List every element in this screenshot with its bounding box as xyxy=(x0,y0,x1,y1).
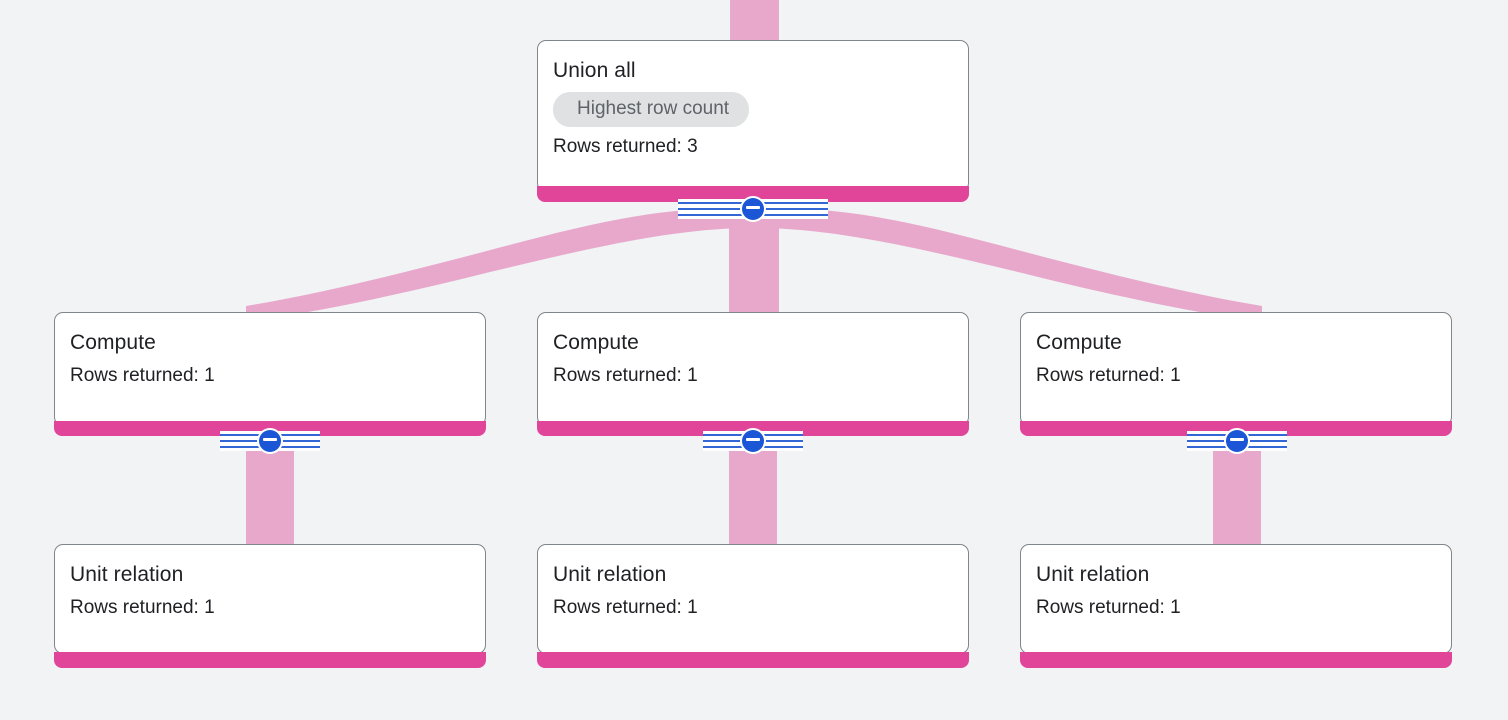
node-rows-returned: Rows returned: 1 xyxy=(70,597,215,618)
node-title: Compute xyxy=(553,331,639,354)
collapse-toggle-compute-center[interactable] xyxy=(703,428,803,454)
node-unit-relation-right[interactable]: Unit relation Rows returned: 1 xyxy=(1020,544,1452,654)
node-unit-relation-center[interactable]: Unit relation Rows returned: 1 xyxy=(537,544,969,654)
node-rows-returned: Rows returned: 1 xyxy=(70,365,215,386)
edge-incoming-union xyxy=(730,0,779,43)
minus-icon[interactable] xyxy=(740,428,766,454)
collapse-toggle-compute-left[interactable] xyxy=(220,428,320,454)
node-title: Unit relation xyxy=(70,563,184,586)
node-rows-returned: Rows returned: 1 xyxy=(1036,365,1181,386)
minus-icon[interactable] xyxy=(740,196,766,222)
node-compute-center-content: Compute Rows returned: 1 xyxy=(538,313,968,387)
node-unit-relation-left[interactable]: Unit relation Rows returned: 1 xyxy=(54,544,486,654)
node-unit-relation-center-accent-bar xyxy=(537,652,969,668)
node-compute-left-content: Compute Rows returned: 1 xyxy=(55,313,485,387)
edge-compute-unit-center xyxy=(729,438,777,548)
node-title: Compute xyxy=(70,331,156,354)
collapse-toggle-compute-right[interactable] xyxy=(1187,428,1287,454)
node-title: Union all xyxy=(553,59,636,82)
node-union-all-accent-bar xyxy=(537,186,969,202)
node-unit-relation-right-content: Unit relation Rows returned: 1 xyxy=(1021,545,1451,619)
node-rows-returned: Rows returned: 1 xyxy=(1036,597,1181,618)
collapse-toggle-union-all[interactable] xyxy=(678,196,828,222)
node-compute-right[interactable]: Compute Rows returned: 1 xyxy=(1020,312,1452,426)
node-title: Unit relation xyxy=(553,563,667,586)
node-compute-left[interactable]: Compute Rows returned: 1 xyxy=(54,312,486,426)
node-title: Unit relation xyxy=(1036,563,1150,586)
edge-compute-unit-right xyxy=(1213,438,1261,548)
node-title: Compute xyxy=(1036,331,1122,354)
node-rows-returned: Rows returned: 1 xyxy=(553,365,698,386)
node-rows-returned: Rows returned: 1 xyxy=(553,597,698,618)
node-union-all[interactable]: Union all Highest row count Rows returne… xyxy=(537,40,969,192)
edge-union-compute-left xyxy=(246,208,742,322)
edge-union-compute-center xyxy=(729,205,779,320)
node-unit-relation-left-accent-bar xyxy=(54,652,486,668)
minus-icon[interactable] xyxy=(1224,428,1250,454)
edge-union-compute-right xyxy=(766,208,1262,322)
node-union-all-content: Union all Highest row count Rows returne… xyxy=(538,41,968,158)
edge-compute-unit-left xyxy=(246,438,294,548)
node-rows-returned: Rows returned: 3 xyxy=(553,136,698,157)
node-compute-center[interactable]: Compute Rows returned: 1 xyxy=(537,312,969,426)
node-unit-relation-center-content: Unit relation Rows returned: 1 xyxy=(538,545,968,619)
node-compute-right-content: Compute Rows returned: 1 xyxy=(1021,313,1451,387)
node-badge-highest-row-count: Highest row count xyxy=(553,92,750,127)
node-unit-relation-right-accent-bar xyxy=(1020,652,1452,668)
node-unit-relation-left-content: Unit relation Rows returned: 1 xyxy=(55,545,485,619)
minus-icon[interactable] xyxy=(257,428,283,454)
